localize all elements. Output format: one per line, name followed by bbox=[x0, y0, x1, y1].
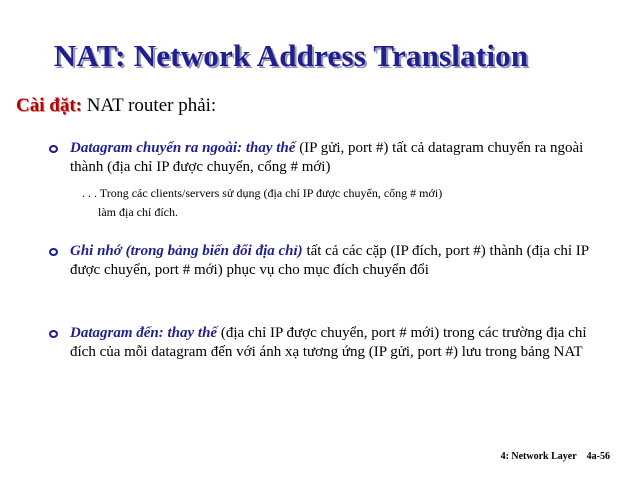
bullet-text: (địa chỉ IP được chuyển, port # mới) tro… bbox=[70, 325, 587, 360]
slide-title: NAT: Network Address Translation bbox=[53, 38, 529, 73]
bullet-circle-icon bbox=[49, 330, 58, 338]
bullet-emphasis: Ghi nhớ (trong bảng biến đổi địa chỉ) bbox=[70, 243, 303, 259]
bullet-outgoing-datagram: Datagram chuyển ra ngoài: thay thế (IP g… bbox=[49, 139, 610, 177]
sub-bullet-line: . . . Trong các clients/servers sử dụng … bbox=[82, 186, 443, 200]
sub-bullet-line: làm địa chỉ đích. bbox=[98, 205, 178, 219]
bullet-circle-icon bbox=[49, 248, 58, 256]
intro-label: Cài đặt: bbox=[16, 95, 82, 116]
bullet-text: (IP gửi, port #) tất cả datagram chuyển … bbox=[70, 140, 584, 175]
slide-footer: 4: Network Layer 4a-56 bbox=[501, 451, 610, 462]
intro-line: Cài đặt: NAT router phải: bbox=[16, 95, 216, 117]
bullet-emphasis: Datagram chuyển ra ngoài: thay thế bbox=[70, 140, 296, 156]
bullet-emphasis: Datagram đến: thay thế bbox=[70, 325, 218, 341]
sub-bullet: . . . Trong các clients/servers sử dụng … bbox=[82, 184, 602, 222]
footer-chapter: 4: Network Layer bbox=[500, 451, 577, 462]
intro-text: NAT router phải: bbox=[81, 95, 217, 116]
bullet-incoming-datagram: Datagram đến: thay thế (địa chỉ IP được … bbox=[49, 324, 610, 362]
bullet-text: tất cả các cặp (IP đích, port #) thành (… bbox=[70, 243, 589, 278]
bullet-circle-icon bbox=[49, 145, 58, 153]
footer-page-number: 4a-56 bbox=[586, 451, 610, 462]
bullet-remember-table: Ghi nhớ (trong bảng biến đổi địa chỉ) tấ… bbox=[49, 242, 610, 280]
